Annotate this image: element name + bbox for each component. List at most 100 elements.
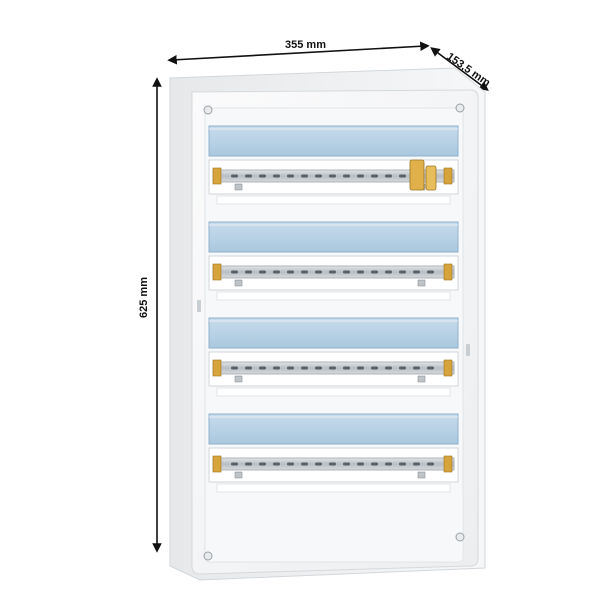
screw-bottom-right-icon — [455, 532, 465, 542]
module-rows — [208, 125, 459, 493]
rail-slot — [385, 174, 392, 178]
rail-slot — [287, 270, 294, 274]
width-dimension-line — [167, 41, 430, 65]
rail-slot — [343, 366, 350, 370]
rail-clamp-left-icon — [212, 167, 222, 185]
module-row — [208, 221, 459, 301]
brass-terminal-icon — [425, 165, 437, 191]
cover-plate — [216, 483, 451, 493]
rail-clamp-left-icon — [212, 455, 222, 473]
module-row — [208, 317, 459, 397]
rail-slot — [301, 462, 308, 466]
rail-slot — [343, 270, 350, 274]
rail-slot — [399, 366, 406, 370]
height-dimension: 625 mm — [138, 77, 162, 553]
rail-slot — [427, 462, 434, 466]
rail-slot — [259, 270, 266, 274]
terminal-left-icon — [234, 375, 243, 383]
brass-terminal-icon — [409, 159, 425, 191]
terminal-left-icon — [234, 183, 243, 191]
cover-plate — [216, 387, 451, 397]
rail-slot — [245, 270, 252, 274]
rail-clamp-right-icon — [443, 359, 453, 377]
rail-slot — [329, 366, 336, 370]
rail-slot — [245, 174, 252, 178]
width-label: 355 mm — [285, 39, 326, 51]
rail-slot — [413, 366, 420, 370]
rail-slot — [245, 366, 252, 370]
terminal-right-icon — [417, 279, 426, 287]
cover-plate — [216, 195, 451, 205]
rail-slot — [231, 462, 238, 466]
cover-strip — [208, 317, 459, 349]
rail-slot — [273, 366, 280, 370]
cover-plate — [216, 291, 451, 301]
rail-slot — [357, 270, 364, 274]
rail-slot — [329, 174, 336, 178]
rail-slot — [301, 174, 308, 178]
rail-slot — [315, 270, 322, 274]
rail-slot — [287, 366, 294, 370]
rail-clamp-right-icon — [443, 167, 453, 185]
cover-strip — [208, 221, 459, 253]
rail-slot — [413, 270, 420, 274]
terminal-left-icon — [234, 279, 243, 287]
rail-slot — [259, 174, 266, 178]
rail-clamp-left-icon — [212, 263, 222, 281]
rail-slot — [273, 270, 280, 274]
rail-slot — [273, 462, 280, 466]
rail-slot — [287, 462, 294, 466]
rail-slot — [259, 462, 266, 466]
rail-slot — [399, 270, 406, 274]
hinge-right-icon — [466, 344, 470, 356]
screw-top-left-icon — [203, 105, 213, 115]
cover-strip — [208, 125, 459, 157]
terminal-left-icon — [234, 471, 243, 479]
rail-slot — [231, 366, 238, 370]
rail-slot — [343, 462, 350, 466]
rail-slot — [371, 174, 378, 178]
screw-bottom-left-icon — [203, 551, 213, 561]
height-label: 625 mm — [138, 277, 150, 318]
rail-slot — [329, 270, 336, 274]
rail-clamp-right-icon — [443, 455, 453, 473]
rail-slot — [371, 270, 378, 274]
rail-slot — [413, 462, 420, 466]
rail-slot — [273, 174, 280, 178]
rail-slot — [343, 174, 350, 178]
rail-slot — [357, 174, 364, 178]
depth-dimension-line — [430, 47, 489, 91]
rail-slot — [231, 174, 238, 178]
rail-slot — [357, 366, 364, 370]
rail-slot — [427, 366, 434, 370]
rail-slot — [399, 462, 406, 466]
rail-slot — [399, 174, 406, 178]
rail-slot — [231, 270, 238, 274]
rail-slot — [315, 462, 322, 466]
rail-slot — [301, 366, 308, 370]
terminal-right-icon — [417, 375, 426, 383]
rail-slot — [329, 462, 336, 466]
rail-slot — [357, 462, 364, 466]
rail-slot — [259, 366, 266, 370]
rail-slot — [427, 270, 434, 274]
rail-slot — [385, 366, 392, 370]
rail-slot — [287, 174, 294, 178]
rail-clamp-left-icon — [212, 359, 222, 377]
screw-top-right-icon — [455, 103, 465, 113]
rail-slot — [371, 366, 378, 370]
width-dimension: 355 mm — [167, 39, 430, 65]
module-row — [208, 413, 459, 493]
rail-slot — [315, 366, 322, 370]
rail-slot — [385, 270, 392, 274]
rail-clamp-right-icon — [443, 263, 453, 281]
rail-slot — [315, 174, 322, 178]
rail-slot — [371, 462, 378, 466]
rail-slot — [301, 270, 308, 274]
cover-strip — [208, 413, 459, 445]
hinge-left-icon — [197, 300, 201, 312]
terminal-right-icon — [417, 471, 426, 479]
rail-slot — [245, 462, 252, 466]
